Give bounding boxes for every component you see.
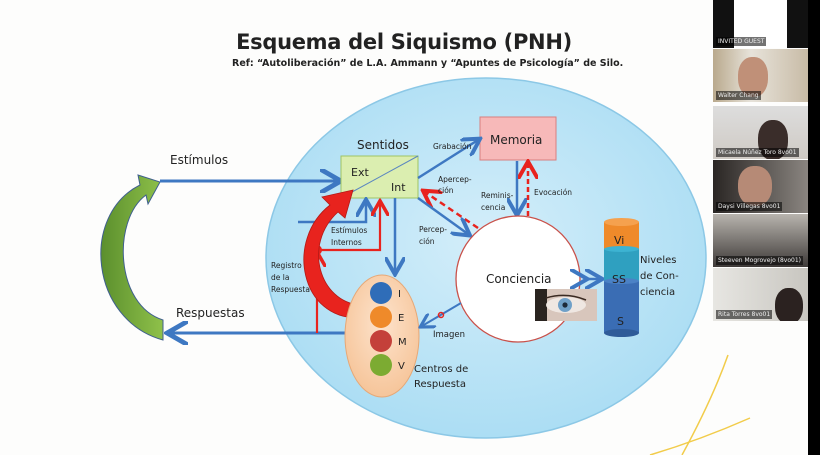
perception-label-2: ción <box>419 237 435 246</box>
participant-name: Walter Chang <box>716 91 761 100</box>
perception-arrow <box>417 196 468 234</box>
senses-title: Sentidos <box>357 138 409 152</box>
recording-label: Grabación <box>433 142 472 151</box>
stimuli-label: Estímulos <box>170 153 228 167</box>
perception-label-1: Percep- <box>419 225 447 234</box>
response-center-letter: V <box>398 361 405 372</box>
participant-tile[interactable]: Rita Torres 8vo01 <box>713 268 808 321</box>
levels-title-2: de Con- <box>640 271 679 282</box>
response-center-i <box>370 282 392 304</box>
image-dot <box>437 311 445 319</box>
response-register-label-1: Registro <box>271 261 302 270</box>
response-centers-title-2: Respuesta <box>414 379 466 390</box>
senses-divider <box>340 155 419 199</box>
participant-name: Steeven Mogrovejo (8vo01) <box>716 256 804 265</box>
response-center-v <box>370 354 392 376</box>
response-center-letter: I <box>398 289 401 300</box>
internal-stimuli-label-2: Internos <box>331 238 362 247</box>
response-centers-title-1: Centros de <box>414 364 468 375</box>
participant-video <box>738 57 768 97</box>
levels-title-1: Niveles <box>640 255 676 266</box>
internal-stimuli-label-1: Estímulos <box>331 226 367 235</box>
level-sleep: S <box>617 315 624 328</box>
response-register-label-2: de la <box>271 273 289 282</box>
eye-image <box>535 289 597 321</box>
participant-name: INVITED GUEST <box>716 37 767 46</box>
level-vigil: Vi <box>614 234 624 247</box>
levels-title-3: ciencia <box>640 287 675 298</box>
participant-video <box>775 288 803 321</box>
participant-video <box>738 166 772 206</box>
response-center-letter: E <box>398 313 404 324</box>
participant-name: Micaela Núñez Toro 8vo01 <box>716 148 799 157</box>
consciousness-label: Conciencia <box>486 272 552 286</box>
video-bar <box>713 0 734 48</box>
reminiscence-label-1: Reminis- <box>481 191 514 200</box>
participant-name: Rita Torres 8vo01 <box>716 310 773 319</box>
response-center-letter: M <box>398 337 407 348</box>
responses-label: Respuestas <box>176 306 245 320</box>
participant-tile[interactable]: Walter Chang <box>713 49 808 102</box>
participant-tile[interactable]: Micaela Núñez Toro 8vo01 <box>713 106 808 159</box>
levels-cylinder <box>604 218 639 337</box>
senses-internal: Int <box>391 181 406 194</box>
evocation-label: Evocación <box>534 188 572 197</box>
participant-tile[interactable]: Steeven Mogrovejo (8vo01) <box>713 214 808 267</box>
response-center-m <box>370 330 392 352</box>
memory-box <box>479 116 557 161</box>
image-arrow <box>422 302 462 326</box>
green-loop-arrow <box>100 174 164 341</box>
reminiscence-label-2: cencia <box>481 203 505 212</box>
slide-title: Esquema del Siquismo (PNH) <box>236 30 572 54</box>
memory-label: Memoria <box>490 133 542 147</box>
participant-gallery: INVITED GUEST Walter Chang Micaela Núñez… <box>713 0 808 321</box>
video-bar <box>787 0 808 48</box>
senses-external: Ext <box>351 166 369 179</box>
slide-subtitle: Ref: “Autoliberación” de L.A. Ammann y “… <box>232 58 624 69</box>
level-semisleep: SS <box>612 273 626 286</box>
annotation-stroke <box>649 417 751 455</box>
response-register-feedback <box>318 203 380 252</box>
participant-name: Daysi Villegas 8vo01 <box>716 202 783 211</box>
apperception-label-1: Apercep- <box>438 175 472 184</box>
response-center-e <box>370 306 392 328</box>
participant-tile[interactable]: Daysi Villegas 8vo01 <box>713 160 808 213</box>
red-curved-arrow <box>303 189 361 319</box>
annotation-stroke <box>681 354 729 455</box>
recording-arrow <box>417 140 478 180</box>
response-register-label-3: Respuesta <box>271 285 310 294</box>
image-label: Imagen <box>433 330 465 340</box>
apperception-label-2: ción <box>438 186 454 195</box>
participant-tile[interactable]: INVITED GUEST <box>713 0 808 48</box>
screen-edge <box>808 0 820 455</box>
